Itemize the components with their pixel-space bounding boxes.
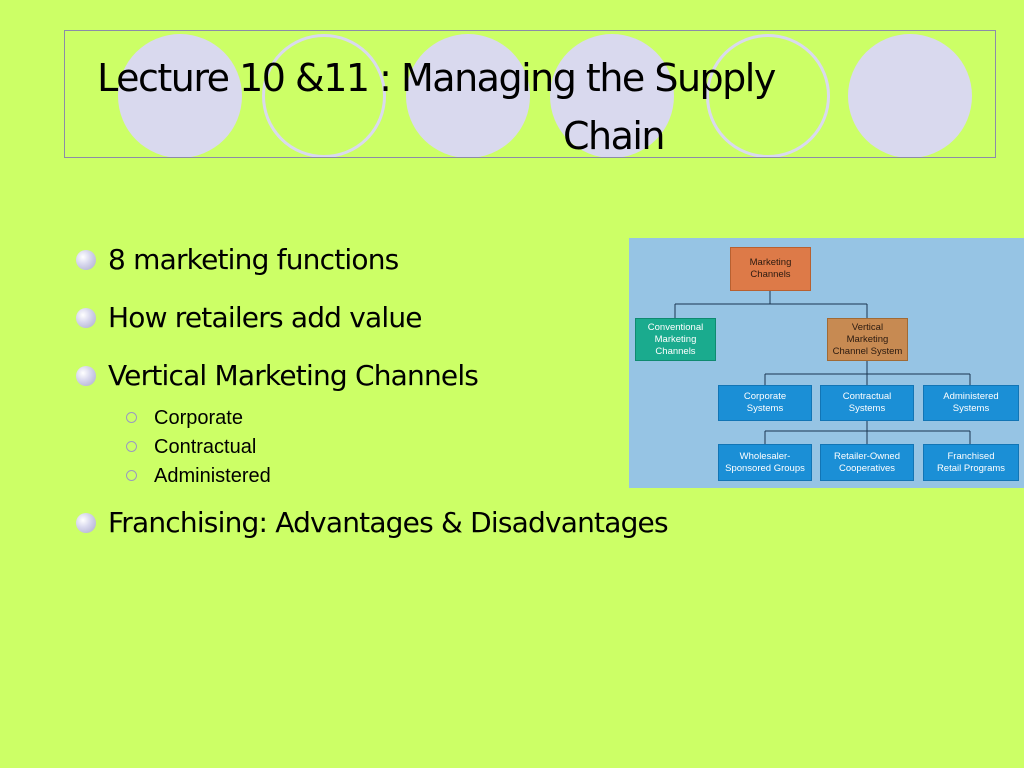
node-administered-systems: Administered Systems	[923, 385, 1019, 421]
decorative-ring	[262, 34, 386, 158]
node-franchised-retail-programs: Franchised Retail Programs	[923, 444, 1019, 481]
decorative-circle	[550, 34, 674, 158]
sub-bullet-text: Corporate	[154, 407, 243, 429]
bullet-text: 8 marketing functions	[108, 243, 399, 276]
bullet-text: Franchising: Advantages & Disadvantages	[108, 506, 669, 539]
decorative-circle	[848, 34, 972, 158]
decorative-circle	[118, 34, 242, 158]
bullet-dot-icon	[76, 308, 96, 328]
slide-title-line-2: Chain	[562, 114, 666, 158]
bullet-text: Vertical Marketing Channels	[108, 359, 479, 392]
node-marketing-channels: Marketing Channels	[730, 247, 811, 291]
decorative-ring	[706, 34, 830, 158]
bullet-dot-icon	[76, 366, 96, 386]
node-conventional-channels: Conventional Marketing Channels	[635, 318, 716, 361]
node-wholesaler-sponsored-groups: Wholesaler- Sponsored Groups	[718, 444, 812, 481]
sub-bullet-text: Administered	[154, 465, 271, 487]
bullet-text: How retailers add value	[108, 301, 423, 334]
bullet-dot-icon	[76, 513, 96, 533]
sub-bullet-item: Contractual	[76, 433, 636, 462]
node-corporate-systems: Corporate Systems	[718, 385, 812, 421]
slide-title-line-1: Lecture 10 &11 : Managing the Supply	[97, 56, 776, 100]
bullet-item: How retailers add value	[76, 294, 636, 352]
ring-bullet-icon	[126, 470, 137, 481]
sub-bullet-item: Administered	[76, 462, 636, 491]
bullet-item: Franchising: Advantages & Disadvantages	[76, 499, 848, 557]
bullet-item: 8 marketing functions	[76, 236, 636, 294]
sub-bullet-text: Contractual	[154, 436, 257, 458]
bullet-dot-icon	[76, 250, 96, 270]
title-box: Lecture 10 &11 : Managing the Supply Cha…	[64, 30, 996, 158]
slide-title: Lecture 10 &11 : Managing the Supply Cha…	[65, 49, 997, 165]
node-retailer-owned-cooperatives: Retailer-Owned Cooperatives	[820, 444, 914, 481]
decorative-circle	[406, 34, 530, 158]
bullet-item: Vertical Marketing Channels	[76, 352, 636, 410]
ring-bullet-icon	[126, 412, 137, 423]
diagram-connectors	[674, 291, 971, 444]
bullet-list: 8 marketing functions How retailers add …	[76, 236, 669, 557]
node-vertical-channel-system: Vertical Marketing Channel System	[827, 318, 908, 361]
sub-bullet-list: Corporate Contractual Administered	[76, 404, 636, 491]
marketing-channels-diagram: Marketing Channels Conventional Marketin…	[629, 238, 1024, 488]
ring-bullet-icon	[126, 441, 137, 452]
node-contractual-systems: Contractual Systems	[820, 385, 914, 421]
sub-bullet-item: Corporate	[76, 404, 636, 433]
